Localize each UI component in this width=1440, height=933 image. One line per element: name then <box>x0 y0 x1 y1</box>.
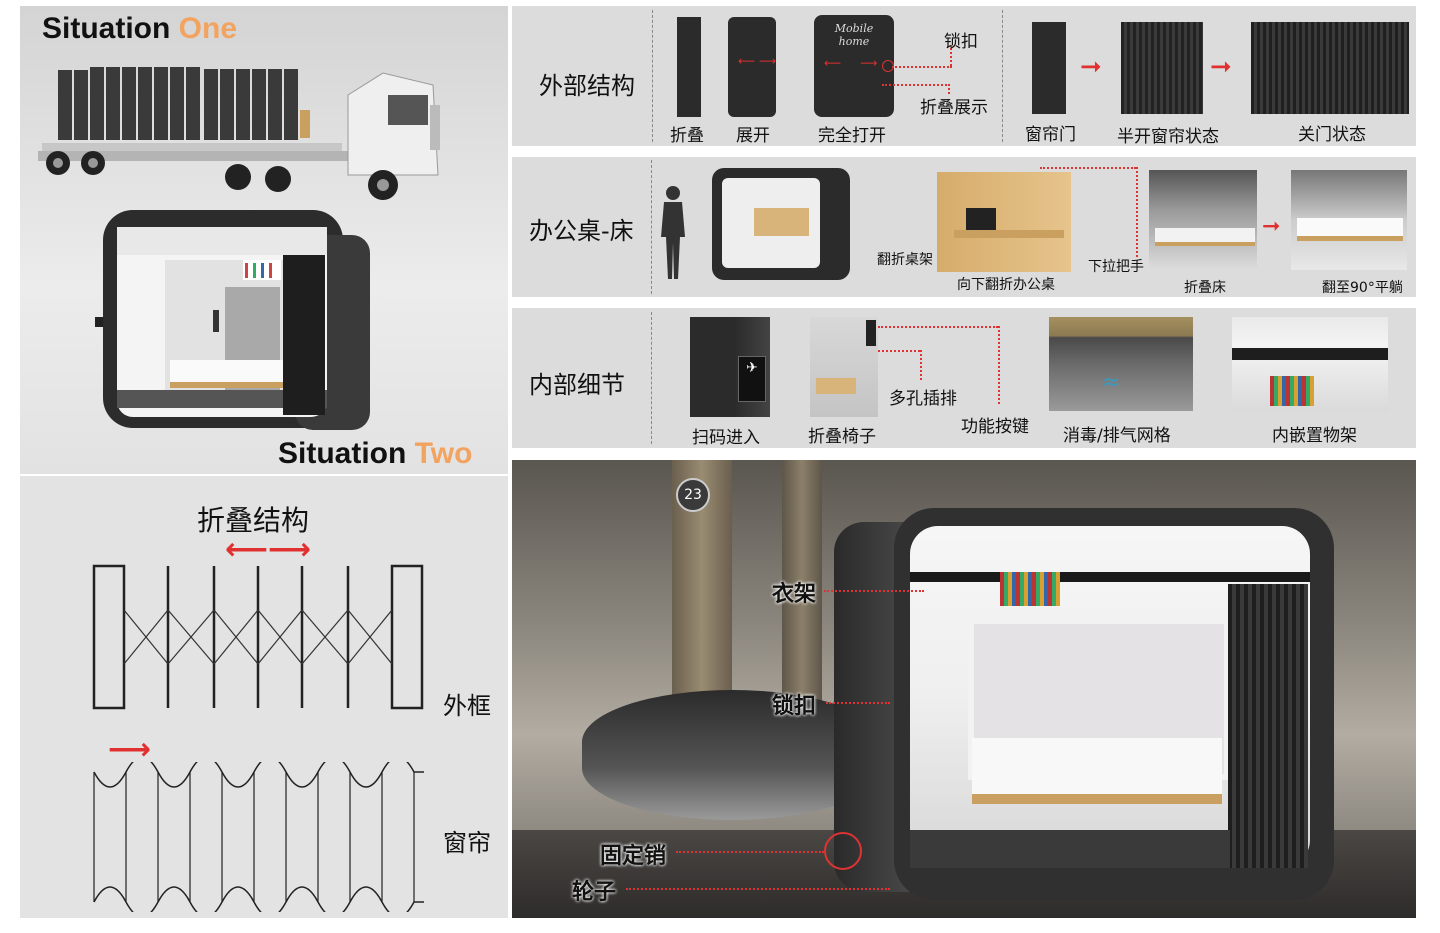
fold-desk-label: 向下翻折办公桌 <box>957 277 1055 293</box>
curtain-door-label: 窗帘门 <box>1025 125 1076 145</box>
hanger-label: 衣架 <box>772 582 817 607</box>
fold-shelf-label: 翻折桌架 <box>877 252 933 268</box>
shelf-top-bar <box>1232 348 1388 360</box>
vent-grid-image <box>1049 317 1193 411</box>
pod-bed <box>972 738 1222 804</box>
closed-label: 关门状态 <box>1298 125 1366 145</box>
half-open-curtain-image <box>1121 22 1203 114</box>
arrow-icon-3: ➞ <box>1262 214 1281 239</box>
scan-label: 扫码进入 <box>692 428 760 448</box>
button-label: 功能按键 <box>961 417 1029 437</box>
row-divider-4 <box>651 312 652 444</box>
socket-panel-icon <box>866 320 876 346</box>
frame-scissor-diagram <box>92 564 424 710</box>
row-divider-2 <box>1002 10 1003 142</box>
folded-pod-image <box>677 17 701 117</box>
lock-leader-v <box>950 45 952 66</box>
right-arrow-icon: ⟶ <box>268 532 312 567</box>
curtain-arrow-icon: ⟶ <box>108 732 152 767</box>
pod-render <box>95 210 370 430</box>
pod-shelf-books <box>1000 572 1060 606</box>
half-open-label: 半开窗帘状态 <box>1117 127 1219 147</box>
vent-label: 消毒/排气网格 <box>1063 426 1171 446</box>
interior-title: 内部细节 <box>529 371 625 399</box>
fold-show-leader <box>882 84 950 86</box>
open-arrows-icon: ⟵ ⟶ <box>824 56 878 70</box>
frame-label: 外框 <box>443 692 491 720</box>
situation-one-title: Situation One <box>42 12 238 45</box>
handle-leader-v <box>1136 167 1138 257</box>
office-desk-wood <box>754 208 809 236</box>
lock-photo-leader <box>826 702 890 704</box>
background-pillar-2 <box>782 460 822 730</box>
hanger-leader <box>824 590 924 592</box>
fold-chair-label: 折叠椅子 <box>808 427 876 447</box>
fold-structure-panel <box>20 476 508 918</box>
curtain-wave-diagram <box>93 762 424 912</box>
fold-structure-title: 折叠结构 <box>197 504 310 537</box>
scan-code-icon: ✈ <box>738 356 766 402</box>
unfolded-pod-image <box>728 17 776 117</box>
wheel-label: 轮子 <box>572 880 617 905</box>
person-silhouette-icon <box>661 186 685 279</box>
fully-open-label: 完全打开 <box>818 126 886 146</box>
row-divider <box>652 10 653 142</box>
curtain-door-image <box>1032 22 1066 114</box>
button-leader <box>878 326 998 328</box>
pod-ceiling-bar <box>910 572 1310 582</box>
pin-marker <box>824 832 862 870</box>
socket-leader-v <box>920 350 922 380</box>
airport-photo: 23 <box>512 460 1416 918</box>
truck-illustration <box>38 67 440 200</box>
curtain-label: 窗帘 <box>443 829 491 857</box>
handle-leader <box>1040 167 1136 169</box>
flat-bed-mattress <box>1297 218 1403 241</box>
unfold-label: 展开 <box>736 126 770 146</box>
lock-leader <box>892 66 952 68</box>
pin-leader <box>676 851 824 853</box>
arrow-icon-2: ➞ <box>1210 52 1232 82</box>
fold-show-label: 折叠展示 <box>920 98 988 118</box>
flat-bed-label: 翻至90°平躺 <box>1322 280 1403 296</box>
pin-label: 固定销 <box>600 844 667 869</box>
row-divider-3 <box>651 160 652 294</box>
situation-two-title: Situation Two <box>278 437 473 470</box>
mobile-home-logo: Mobile home <box>834 22 874 48</box>
lock-label: 锁扣 <box>944 32 978 52</box>
shelf-label: 内嵌置物架 <box>1272 426 1357 446</box>
pod-floor-panel <box>910 830 1230 868</box>
baggage-carousel <box>582 690 882 820</box>
lock-photo-label: 锁扣 <box>772 694 817 719</box>
arrow-icon-1: ➞ <box>1080 52 1102 82</box>
airflow-icon: ≈ <box>1102 370 1121 395</box>
socket-leader <box>878 350 920 352</box>
desk-bed-title: 办公桌-床 <box>529 217 634 245</box>
closed-door-image <box>1251 22 1409 114</box>
unfold-arrows-icon: ⟵ ⟶ <box>738 54 777 68</box>
socket-label: 多孔插排 <box>889 389 957 409</box>
folding-bed-board <box>1155 228 1255 246</box>
button-leader-v <box>998 326 1000 404</box>
pod-curtain <box>1228 584 1308 868</box>
exterior-title: 外部结构 <box>539 72 635 100</box>
fold-desk-board <box>954 230 1064 238</box>
fold-bed-label: 折叠床 <box>1184 280 1226 296</box>
folding-bed-image <box>1149 170 1257 270</box>
open-pod-image <box>814 15 894 117</box>
shelf-books <box>1270 376 1314 406</box>
fold-show-leader-v <box>948 84 950 94</box>
laptop-icon <box>966 208 996 230</box>
wheel-leader <box>626 888 890 890</box>
chair-seat <box>816 378 856 394</box>
fold-desk-image <box>937 172 1071 272</box>
pull-handle-label: 下拉把手 <box>1088 259 1144 275</box>
gate-sign: 23 <box>676 478 710 512</box>
left-arrow-icon: ⟵ <box>225 532 269 567</box>
fold-label: 折叠 <box>670 126 704 146</box>
